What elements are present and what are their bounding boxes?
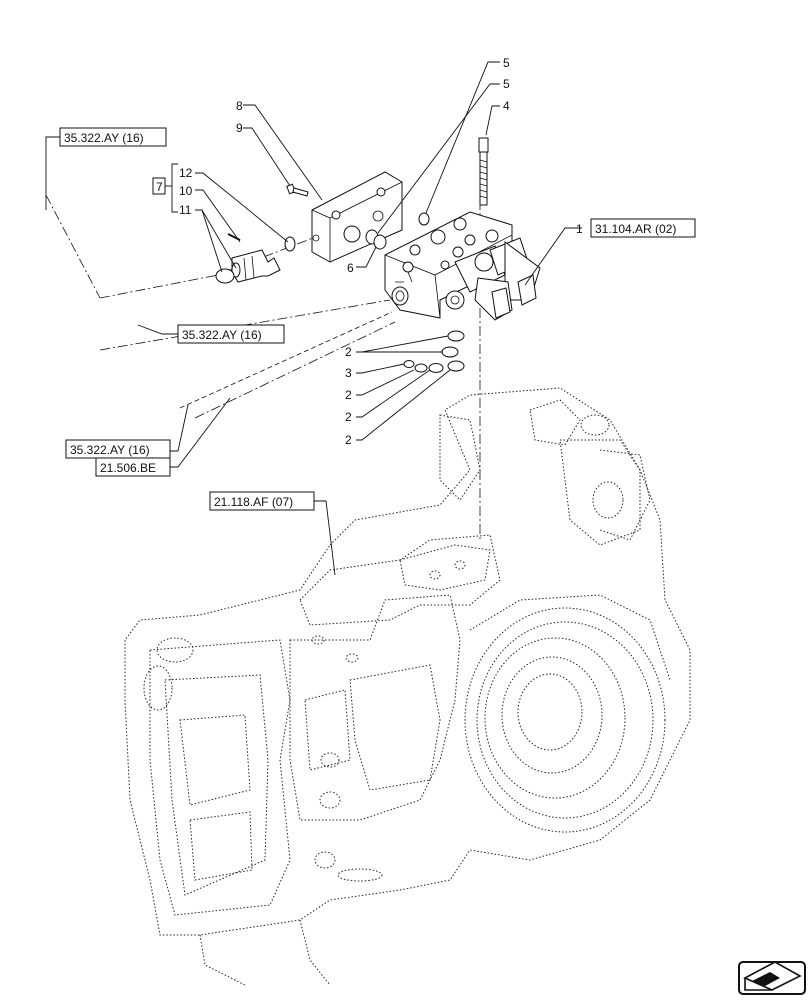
callout-9: 9 [236,121,243,135]
svg-text:35.322.AY (16): 35.322.AY (16) [64,131,144,145]
callout-numbers: 1 5 5 4 8 9 6 12 10 11 2 3 2 2 2 [179,56,583,447]
callout-1: 1 [576,222,583,236]
callout-2c: 2 [345,410,352,424]
ref-35-322-mid[interactable]: 35.322.AY (16) [177,324,285,344]
ref-35-322-top[interactable]: 35.322.AY (16) [59,127,167,147]
leader-lines [45,61,582,576]
callout-3: 3 [345,366,352,380]
callout-5a: 5 [503,56,510,70]
transmission-housing [124,387,691,986]
svg-text:21.118.AF (07): 21.118.AF (07) [214,495,293,509]
ref-21-118[interactable]: 21.118.AF (07) [209,491,315,511]
callout-6: 6 [347,261,354,275]
callout-8: 8 [236,99,243,113]
callout-11: 11 [179,203,192,217]
svg-text:31.104.AR (02): 31.104.AR (02) [595,222,676,236]
svg-text:7: 7 [156,180,163,194]
callout-4: 4 [503,99,510,113]
o-rings-lower [403,330,465,373]
ref-21-506[interactable]: 21.506.BE [95,457,171,477]
callout-2d: 2 [345,433,352,447]
elbow-fitting [215,233,296,284]
svg-text:35.322.AY (16): 35.322.AY (16) [182,328,262,342]
callout-5b: 5 [503,77,510,91]
ref-31-104[interactable]: 31.104.AR (02) [590,218,696,238]
callout-10: 10 [179,184,193,198]
next-page-arrow-icon[interactable] [738,961,806,995]
svg-text:35.322.AY (16): 35.322.AY (16) [70,443,150,457]
manifold-block [311,171,403,263]
long-bolt-4 [478,137,489,206]
valve-assembly [384,211,541,321]
callout-12: 12 [179,166,193,180]
o-rings-upper [365,212,430,250]
callout-2a: 2 [345,345,352,359]
screw-9 [286,183,309,197]
svg-text:21.506.BE: 21.506.BE [100,461,156,475]
callout-7-box: 7 [152,177,166,195]
ref-35-322-low[interactable]: 35.322.AY (16) [65,439,171,459]
callout-2b: 2 [345,388,352,402]
